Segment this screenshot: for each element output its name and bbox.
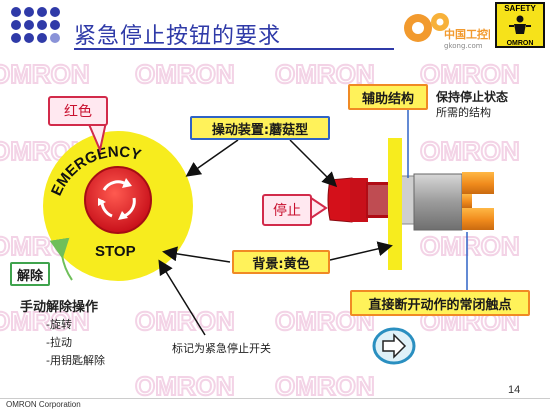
nc-contact-label: 直接断开动作的常闭触点 <box>368 297 512 313</box>
keep-stop-sub: 所需的结构 <box>436 106 491 119</box>
nc-contact-label-box: 直接断开动作的常闭触点 <box>350 290 530 316</box>
slide-title: 紧急停止按钮的要求 <box>74 24 282 49</box>
watermark-text: OMRON <box>420 59 520 89</box>
keep-stop-title: 保持停止状态 <box>436 90 509 104</box>
operator-label: 操动装置:蘑菇型 <box>211 122 309 138</box>
auxiliary-label-box: 辅助结构 <box>348 84 428 110</box>
page-number: 14 <box>508 384 521 396</box>
background-label-box: 背景:黄色 <box>232 250 330 274</box>
release-method-1: -旋转 <box>46 318 72 331</box>
watermark-text: OMRON <box>0 306 90 336</box>
yellow-panel <box>388 138 402 270</box>
stop-text: STOP <box>95 243 136 260</box>
release-label: 解除 <box>16 268 43 284</box>
watermark-text: OMRON <box>420 231 520 261</box>
watermark-text: OMRON <box>275 371 375 401</box>
background-label: 背景:黄色 <box>252 256 310 272</box>
operator-label-box: 操动装置:蘑菇型 <box>190 116 330 140</box>
footer-rule <box>0 398 550 399</box>
footer-company: OMRON Corporation <box>6 400 81 409</box>
site-logo-name: 中国工控网 <box>444 27 490 41</box>
watermark-text: OMRON <box>135 306 235 336</box>
background-arrow-right <box>329 241 393 261</box>
manual-release-title: 手动解除操作 <box>20 300 99 315</box>
red-color-callout: 红色 <box>48 96 108 126</box>
safety-person-icon <box>509 15 531 34</box>
operator-arrow-left <box>185 139 239 177</box>
safety-badge: SAFETY OMRON <box>495 2 545 48</box>
stop-label: 停止 <box>273 203 301 219</box>
marked-as-label: 标记为紧急停止开关 <box>172 342 271 355</box>
release-label-box: 解除 <box>10 262 50 286</box>
button-side-view <box>327 172 494 231</box>
dot-grid-logo <box>11 7 60 43</box>
watermark-text: OMRON <box>135 371 235 401</box>
marked-arrow <box>158 259 206 336</box>
watermark-text: OMRON <box>135 59 235 89</box>
watermark-text: OMRON <box>0 59 90 89</box>
red-color-label: 红色 <box>64 104 92 120</box>
release-method-3: -用钥匙解除 <box>46 354 105 367</box>
title-underline <box>74 48 394 50</box>
site-logo: 中国工控网 gkong.com <box>404 13 490 50</box>
release-method-2: -拉动 <box>46 336 72 349</box>
safety-badge-top: SAFETY <box>504 4 536 13</box>
background-arrow-left <box>162 246 231 263</box>
site-logo-url: gkong.com <box>444 42 483 50</box>
watermark-text: OMRON <box>420 136 520 166</box>
operator-arrow-right <box>289 139 338 188</box>
stop-callout: 停止 <box>262 194 312 226</box>
release-arc-arrow <box>49 237 73 281</box>
right-arrow-button-icon[interactable] <box>372 326 416 366</box>
auxiliary-label: 辅助结构 <box>361 91 414 107</box>
safety-badge-bottom: OMRON <box>506 40 534 47</box>
red-mushroom-button <box>84 166 152 234</box>
